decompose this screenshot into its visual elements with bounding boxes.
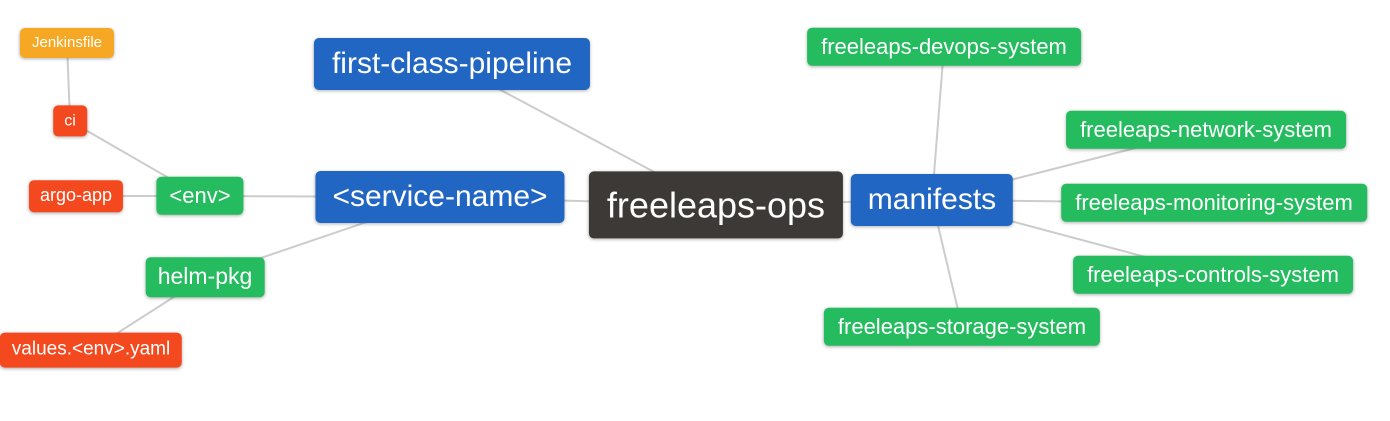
node-argo-app[interactable]: argo-app	[28, 180, 124, 212]
node-freeleaps-controls-system[interactable]: freeleaps-controls-system	[1073, 255, 1353, 295]
node-env[interactable]: <env>	[156, 176, 244, 216]
node-freeleaps-monitoring-system[interactable]: freeleaps-monitoring-system	[1061, 183, 1367, 223]
node-freeleaps-storage-system[interactable]: freeleaps-storage-system	[823, 307, 1101, 347]
node-values-env-yaml[interactable]: values.<env>.yaml	[0, 332, 183, 368]
node-helm-pkg[interactable]: helm-pkg	[145, 257, 265, 297]
node-first-class-pipeline[interactable]: first-class-pipeline	[313, 38, 591, 90]
node-freeleaps-devops-system[interactable]: freeleaps-devops-system	[807, 27, 1081, 67]
node-jenkinsfile[interactable]: Jenkinsfile	[19, 28, 115, 58]
node-freeleaps-network-system[interactable]: freeleaps-network-system	[1066, 110, 1346, 150]
node-freeleaps-ops-root[interactable]: freeleaps-ops	[588, 171, 844, 239]
node-ci[interactable]: ci	[53, 105, 87, 137]
node-service-name[interactable]: <service-name>	[315, 171, 565, 223]
node-manifests[interactable]: manifests	[850, 174, 1014, 226]
